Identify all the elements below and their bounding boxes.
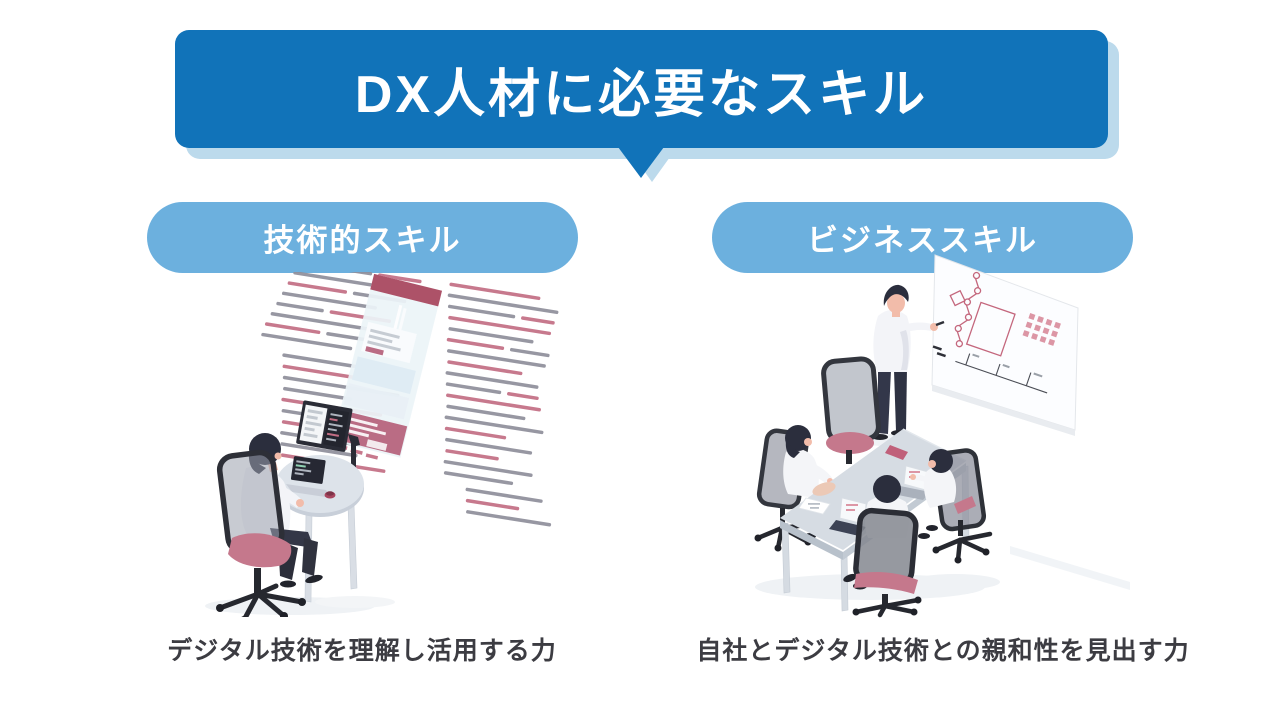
caption-technical: デジタル技術を理解し活用する力 [167,637,557,665]
skill-pill-business-label: ビジネススキル [807,223,1038,258]
sticky-grid [1022,313,1061,346]
flowchart-diagram [949,271,1016,357]
whiteboard [931,254,1079,436]
laptop [286,456,332,498]
page-title: DX人材に必要なスキル [354,65,929,124]
caption-business: 自社とデジタル技術との親和性を見出す力 [696,637,1190,665]
floating-code-documents [261,272,559,527]
seated-person-right [910,448,993,564]
title-banner: DX人材に必要なスキル [175,30,1108,148]
timeline-chart [955,353,1048,394]
empty-meeting-chair [821,356,881,464]
seated-person-center [843,475,922,618]
skill-pill-technical-label: 技術的スキル [263,223,462,258]
skill-pill-technical: 技術的スキル [147,202,578,273]
office-chair [216,449,306,617]
skill-pill-business: ビジネススキル [712,202,1133,273]
coffee-cup [324,491,336,499]
technical-skill-illustration [205,272,559,617]
monitor [296,400,361,479]
presenter-person [872,284,945,440]
business-skill-illustration [754,254,1130,618]
banner-pointer-icon [618,147,675,182]
